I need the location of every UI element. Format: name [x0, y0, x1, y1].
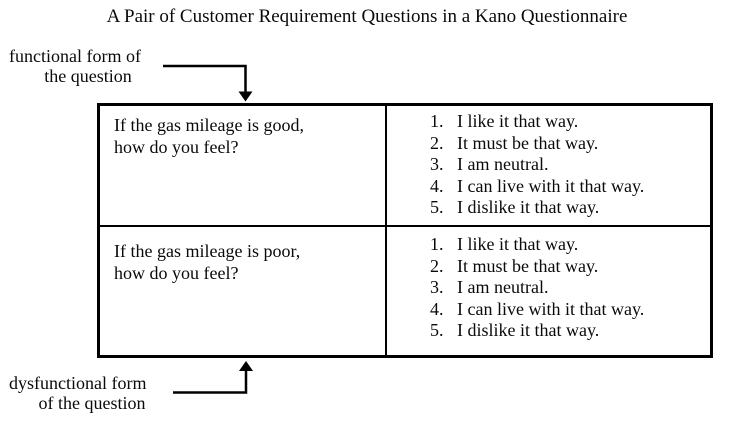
question-line-2: how do you feel?	[114, 137, 239, 157]
functional-form-label-line2: the question	[44, 66, 132, 86]
option-number: 4.	[430, 175, 444, 196]
option-text: I like it that way.	[457, 111, 579, 131]
option-item: 4. I can live with it that way.	[430, 176, 710, 198]
dysfunctional-question-cell: If the gas mileage is poor, how do you f…	[100, 227, 387, 355]
kano-question-table: If the gas mileage is good, how do you f…	[97, 103, 713, 358]
option-text: I can live with it that way.	[457, 298, 645, 319]
option-text: I dislike it that way.	[457, 197, 600, 218]
option-item: 5. I dislike it that way.	[430, 197, 710, 219]
functional-question-cell: If the gas mileage is good, how do you f…	[100, 106, 387, 227]
dysfunctional-form-label: dysfunctional form of the question	[9, 373, 175, 413]
option-number: 2.	[430, 132, 444, 153]
functional-form-label: functional form of the question	[9, 46, 167, 86]
dysfunctional-form-arrow	[173, 361, 253, 394]
dysfunctional-form-label-line1: dysfunctional form	[9, 373, 147, 393]
option-number: 4.	[430, 298, 444, 319]
option-number: 3.	[430, 277, 444, 298]
option-item: 4. I can live with it that way.	[430, 299, 710, 321]
functional-question-text: If the gas mileage is good, how do you f…	[100, 106, 385, 158]
figure-title: A Pair of Customer Requirement Questions…	[106, 6, 628, 27]
question-line-1: If the gas mileage is good,	[114, 115, 304, 135]
dysfunctional-form-label-line2: of the question	[38, 393, 146, 413]
option-item: 2. It must be that way.	[430, 133, 710, 155]
functional-form-arrow	[163, 64, 253, 102]
dysfunctional-question-text: If the gas mileage is poor, how do you f…	[100, 227, 385, 284]
option-text: I can live with it that way.	[457, 175, 645, 196]
dysfunctional-options-cell: 1. I like it that way. 2. It must be tha…	[387, 227, 710, 355]
option-text: It must be that way.	[457, 132, 599, 153]
functional-form-label-line1: functional form of	[9, 46, 141, 66]
option-item: 1. I like it that way.	[430, 111, 710, 133]
option-item: 1. I like it that way.	[430, 234, 710, 256]
option-number: 1.	[430, 111, 444, 131]
option-item: 3. I am neutral.	[430, 277, 710, 299]
option-text: I dislike it that way.	[457, 320, 600, 341]
option-text: I like it that way.	[457, 234, 579, 254]
option-number: 3.	[430, 154, 444, 175]
option-number: 1.	[430, 234, 444, 254]
option-text: I am neutral.	[457, 154, 549, 175]
question-line-1: If the gas mileage is poor,	[114, 241, 301, 261]
option-number: 5.	[430, 197, 444, 218]
option-item: 2. It must be that way.	[430, 256, 710, 278]
option-text: I am neutral.	[457, 277, 549, 298]
option-text: It must be that way.	[457, 255, 599, 276]
option-number: 5.	[430, 320, 444, 341]
option-number: 2.	[430, 255, 444, 276]
question-line-2: how do you feel?	[114, 263, 239, 283]
functional-options-cell: 1. I like it that way. 2. It must be tha…	[387, 106, 710, 227]
option-item: 5. I dislike it that way.	[430, 320, 710, 342]
option-item: 3. I am neutral.	[430, 154, 710, 176]
